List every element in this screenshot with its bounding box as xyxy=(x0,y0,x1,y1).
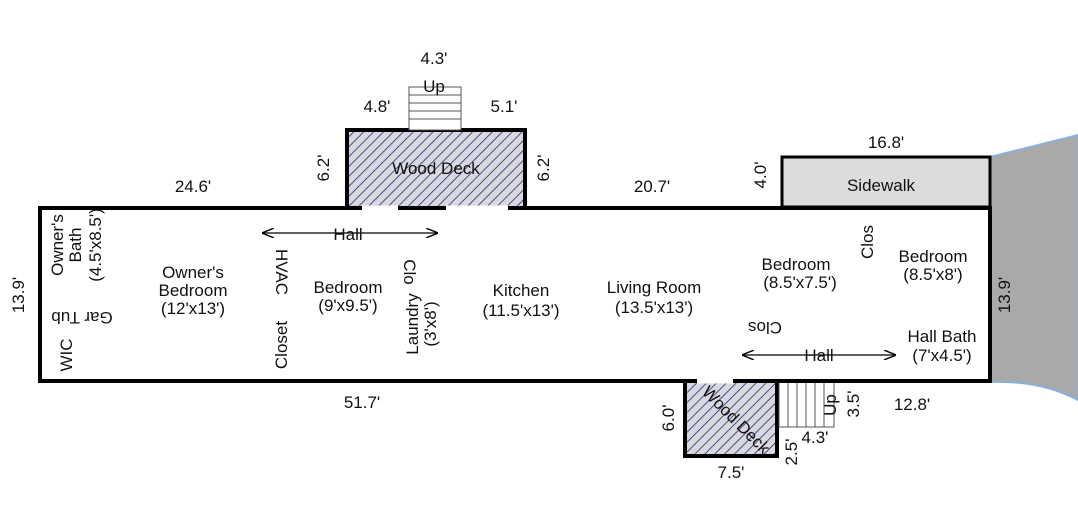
dim-deck-top-left: 4.8' xyxy=(364,97,391,116)
dim-stairs-bottom-height: 3.5' xyxy=(844,391,863,418)
owners-bedroom-line3: (12'x13') xyxy=(161,299,225,318)
dim-deck-right: 6.2' xyxy=(534,155,553,182)
bedroom-right1-line2: (8.5'x7.5') xyxy=(763,273,837,292)
building-outline xyxy=(38,206,992,383)
owners-bath-line1: Owner's xyxy=(48,214,67,276)
owners-bath-line2: Bath xyxy=(66,228,85,263)
stairs-top xyxy=(408,86,462,131)
closet-label: Closet xyxy=(272,321,291,369)
kitchen-line2: (11.5'x13') xyxy=(482,301,559,320)
dim-left-side: 13.9' xyxy=(9,277,28,313)
sidewalk-label: Sidewalk xyxy=(847,176,916,195)
wood-deck-bottom xyxy=(683,379,779,458)
dim-sidewalk-width: 16.8' xyxy=(868,133,904,152)
dim-deck-bottom-height: 6.0' xyxy=(659,405,678,432)
dim-deck-top-right: 5.1' xyxy=(491,97,518,116)
hvac-label: HVAC xyxy=(272,249,291,295)
dim-top-left: 24.6' xyxy=(175,177,211,196)
clos-upper-label: Clos xyxy=(858,225,877,259)
bedroom-right2-line2: (8.5'x8') xyxy=(903,265,962,284)
living-room-line2: (13.5'x13') xyxy=(615,298,693,317)
stairs-bottom-label: Up xyxy=(821,394,840,416)
dim-deck-bottom-width: 7.5' xyxy=(718,463,745,482)
stairs-top-label: Up xyxy=(423,77,445,96)
wic-label: WIC xyxy=(57,338,76,371)
wood-deck-top-label: Wood Deck xyxy=(392,159,480,178)
dim-top-mid: 20.7' xyxy=(634,177,670,196)
clos-lower-label: Clos xyxy=(748,318,782,337)
laundry-line2: (3'x8') xyxy=(421,301,440,346)
owners-bath-line3: (4.5'x8.5') xyxy=(86,208,105,282)
bedroom-right1-line1: Bedroom xyxy=(762,255,831,274)
sidewalk xyxy=(780,155,992,209)
kitchen-line1: Kitchen xyxy=(493,281,550,300)
hall-upper-label: Hall xyxy=(333,225,362,244)
dim-right-side: 13.9' xyxy=(995,277,1014,313)
hall-lower-label: Hall xyxy=(804,346,833,365)
bedroom-mid-line1: Bedroom xyxy=(314,278,383,297)
bedroom-right2-line1: Bedroom xyxy=(899,247,968,266)
garden-tub-label: Gar Tub xyxy=(51,308,112,327)
living-room-line1: Living Room xyxy=(607,278,702,297)
hall-bath-line2: (7'x4.5') xyxy=(912,346,971,365)
bedroom-mid-line2: (9'x9.5') xyxy=(318,296,377,315)
dim-sidewalk-height: 4.0' xyxy=(751,162,770,189)
dim-bottom: 51.7' xyxy=(344,393,380,412)
laundry-line1: Laundry xyxy=(403,293,422,355)
dim-stairs-bottom-width: 4.3' xyxy=(802,428,829,447)
hall-bath-line1: Hall Bath xyxy=(908,327,977,346)
owners-bedroom-line1: Owner's xyxy=(162,263,224,282)
owners-bedroom-line2: Bedroom xyxy=(159,281,228,300)
dim-bottom-right: 12.8' xyxy=(894,395,930,414)
road-area xyxy=(989,133,1078,402)
clo-upper-label: Clo xyxy=(400,259,419,285)
dim-stairs-top-width: 4.3' xyxy=(421,49,448,68)
stairs-bottom xyxy=(778,380,835,428)
dim-deck-left: 6.2' xyxy=(314,155,333,182)
dim-stairs-bottom-offset: 2.5' xyxy=(782,439,801,466)
